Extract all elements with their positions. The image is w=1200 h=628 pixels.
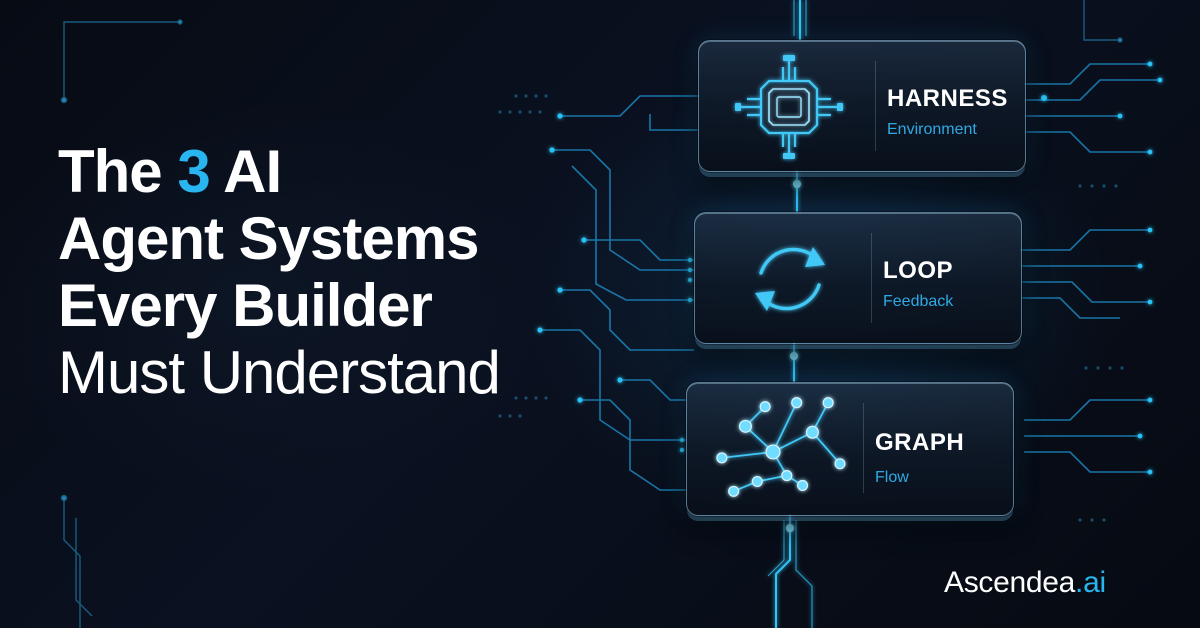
corner-bracket-bottom-left [60, 494, 93, 628]
loop-title: LOOP [883, 257, 954, 284]
brand-suffix: .ai [1075, 566, 1106, 599]
harness-title: HARNESS [887, 85, 1008, 112]
loop-subtitle: Feedback [883, 293, 954, 310]
headline-accent-number: 3 [177, 138, 210, 205]
loop-card: LOOP Feedback [694, 212, 1022, 344]
harness-subtitle: Environment [887, 121, 977, 138]
harness-card: HARNESS Environment [698, 40, 1026, 172]
brand-name: Ascendea [944, 566, 1076, 599]
headline-line-1: The 3 AI [58, 138, 658, 205]
circuit-traces-left [540, 95, 700, 491]
graph-title: GRAPH [875, 429, 965, 456]
circuit-traces-right [1020, 63, 1160, 473]
card-divider [871, 233, 872, 323]
brand-logo: Ascendea.ai [944, 566, 1106, 600]
card-divider [875, 61, 876, 151]
headline-line-2: Agent Systems [58, 205, 479, 272]
corner-bracket-top-left [60, 19, 183, 104]
corner-bracket-top-right [1083, 0, 1123, 43]
card-divider [863, 403, 864, 493]
headline-line-1-end: AI [209, 138, 282, 205]
circuit-nodes-left [537, 113, 693, 453]
node-graph-icon [716, 397, 846, 497]
circuit-nodes-right [1041, 61, 1163, 475]
graph-card: GRAPH Flow [686, 382, 1014, 516]
headline-line-3: Every Builder [58, 272, 433, 339]
vertical-connectors [767, 0, 813, 628]
dot-grid-right [1078, 184, 1124, 522]
headline-line-4: Must Understand [58, 339, 501, 406]
chip-icon [735, 55, 843, 159]
dot-grid-left [498, 94, 548, 418]
headline-line-1-start: The [58, 138, 178, 205]
headline: The 3 AI Agent Systems Every Builder Mus… [58, 138, 658, 406]
graph-subtitle: Flow [875, 469, 909, 486]
connector-glow-nodes [786, 180, 801, 532]
cycle-arrows-icon [755, 247, 825, 311]
